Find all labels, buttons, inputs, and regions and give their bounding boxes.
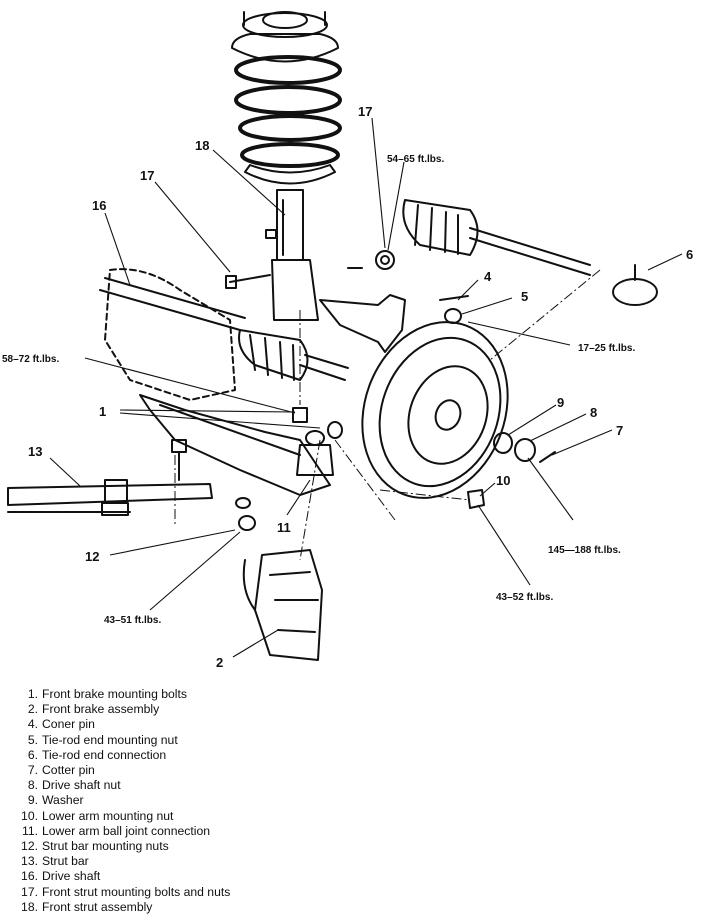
leader-lines: [49, 117, 683, 658]
legend-item-text: Coner pin: [42, 717, 95, 732]
callout-2: 2: [216, 655, 223, 670]
legend-item-text: Cotter pin: [42, 763, 95, 778]
legend-item-text: Strut bar mounting nuts: [42, 839, 169, 854]
torque-145-188: 145—188 ft.lbs.: [548, 545, 621, 556]
callout-4: 4: [484, 269, 492, 284]
legend-item-number: 16.: [21, 869, 38, 884]
legend-item-number: 7.: [27, 763, 38, 778]
legend-item-number: 10.: [21, 808, 38, 823]
callout-5: 5: [521, 289, 528, 304]
callout-17-right: 17: [358, 104, 372, 119]
parts-legend: 1. Front brake mounting bolts 2. Front brak…: [18, 687, 230, 915]
torque-17-25: 17–25 ft.lbs.: [578, 343, 635, 354]
legend-item-text: Lower arm mounting nut: [42, 808, 174, 823]
callout-6: 6: [686, 247, 693, 262]
coil-spring: [234, 55, 342, 168]
legend-item: 18. Front strut assembly: [18, 900, 230, 915]
brake-caliper: [242, 549, 323, 661]
legend-item-number: 12.: [21, 839, 38, 854]
legend-item-number: 9.: [27, 793, 38, 808]
alignment-lines: [174, 269, 601, 561]
legend-item: 2. Front brake assembly: [18, 702, 230, 717]
callout-1: 1: [99, 404, 106, 419]
legend-item: 6. Tie-rod end connection: [18, 748, 230, 763]
callout-13: 13: [28, 444, 42, 459]
torque-43-52: 43–52 ft.lbs.: [496, 592, 553, 603]
legend-item-number: 5.: [27, 732, 38, 747]
legend-item-number: 4.: [27, 717, 38, 732]
legend-item: 8. Drive shaft nut: [18, 778, 230, 793]
legend-item-text: Front strut mounting bolts and nuts: [42, 884, 231, 899]
legend-item-text: Washer: [42, 793, 84, 808]
legend-item-number: 13.: [21, 854, 38, 869]
strut-top-mount: [231, 11, 339, 63]
strut-bar: [7, 479, 213, 516]
legend-item-number: 11.: [21, 823, 38, 838]
legend-item-text: Drive shaft nut: [42, 778, 121, 793]
drive-shaft-nut: [514, 438, 536, 462]
legend-item-text: Drive shaft: [42, 869, 101, 884]
legend-item-number: 18.: [21, 899, 38, 914]
strut-mounting-bolts: [225, 250, 395, 289]
cotter-pin: [439, 295, 469, 301]
legend-item-number: 1.: [27, 687, 38, 701]
tie-rod-assembly: [402, 199, 658, 306]
legend-item-text: Front strut assembly: [42, 899, 153, 914]
drive-shaft: [99, 277, 349, 381]
legend-item-text: Strut bar: [42, 854, 89, 869]
callout-16: 16: [92, 198, 106, 213]
spring-seat: [244, 164, 336, 185]
legend-item: 17. Front strut mounting bolts and nuts: [18, 885, 230, 900]
strut-body: [265, 189, 319, 321]
legend-item-number: 6.: [27, 747, 38, 762]
callout-9: 9: [557, 395, 564, 410]
torque-specs: 54–65 ft.lbs. 58–72 ft.lbs. 17–25 ft.lbs…: [2, 154, 635, 626]
legend-item: 13. Strut bar: [18, 854, 230, 869]
legend-item: 12. Strut bar mounting nuts: [18, 839, 230, 854]
callout-7: 7: [616, 423, 623, 438]
legend-item-text: Front brake assembly: [42, 702, 160, 717]
legend-item-text: Lower arm ball joint connection: [42, 823, 211, 838]
suspension-exploded-diagram: 1 2 4 5 6 7 8 9 10 11 12 13 16 17 17 18 …: [2, 11, 693, 670]
legend-item: 11. Lower arm ball joint connection: [18, 824, 230, 839]
legend-item: 10. Lower arm mounting nut: [18, 809, 230, 824]
legend-item: 7. Cotter pin: [18, 763, 230, 778]
legend-item: 1. Front brake mounting bolts: [18, 687, 230, 702]
callout-11: 11: [277, 520, 291, 535]
callout-17-left: 17: [140, 168, 154, 183]
legend-item-number: 17.: [21, 884, 38, 899]
legend-item: 5. Tie-rod end mounting nut: [18, 733, 230, 748]
legend-item: 16. Drive shaft: [18, 869, 230, 884]
legend-item-text: Tie-rod end mounting nut: [42, 732, 178, 747]
callout-8: 8: [590, 405, 597, 420]
torque-58-72: 58–72 ft.lbs.: [2, 354, 59, 365]
ball-joint: [296, 430, 334, 476]
legend-item-text: Tie-rod end connection: [42, 747, 167, 762]
legend-item-text: Front brake mounting bolts: [42, 687, 187, 701]
callout-12: 12: [85, 549, 99, 564]
legend-item: 9. Washer: [18, 793, 230, 808]
torque-54-65: 54–65 ft.lbs.: [387, 154, 444, 165]
torque-43-51: 43–51 ft.lbs.: [104, 615, 161, 626]
strut-bar-mounting-nuts: [171, 439, 256, 531]
legend-item-number: 8.: [27, 778, 38, 793]
steering-knuckle: [319, 294, 406, 353]
lower-arm-mounting-nut: [467, 489, 485, 509]
drive-shaft-cotter-pin: [539, 451, 556, 463]
callout-18: 18: [195, 138, 209, 153]
callout-10: 10: [496, 473, 510, 488]
legend-item-number: 2.: [27, 702, 38, 717]
legend-item: 4. Coner pin: [18, 717, 230, 732]
callout-numbers: 1 2 4 5 6 7 8 9 10 11 12 13 16 17 17 18: [28, 104, 693, 670]
brake-mounting-bolts: [292, 407, 343, 439]
washer: [493, 432, 513, 454]
tie-rod-end-nut: [444, 308, 462, 324]
